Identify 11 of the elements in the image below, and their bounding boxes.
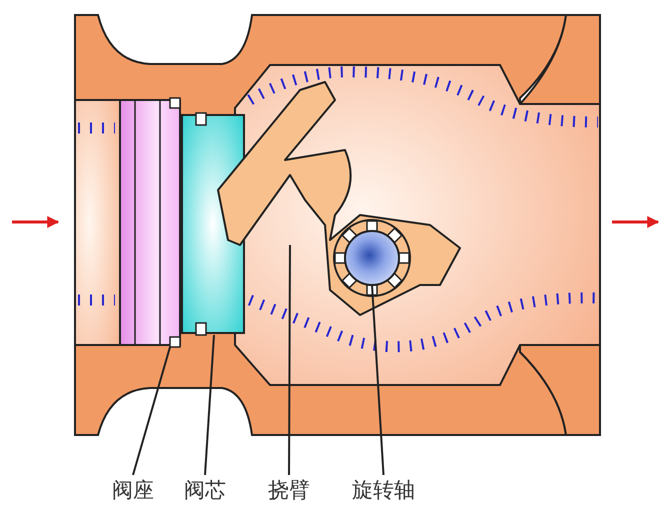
part-label: 旋转轴 [352, 478, 415, 502]
leader-line [371, 284, 384, 476]
leader-line [132, 346, 171, 476]
part-label: 阀座 [112, 478, 154, 502]
part-label: 挠臂 [268, 478, 310, 502]
swing-arm-part [217, 81, 461, 316]
rotating-shaft-part [333, 219, 411, 297]
part-label: 阀芯 [184, 478, 226, 502]
leader-line [204, 334, 215, 476]
valve-seat-part [119, 97, 181, 348]
leader-line [288, 245, 291, 475]
